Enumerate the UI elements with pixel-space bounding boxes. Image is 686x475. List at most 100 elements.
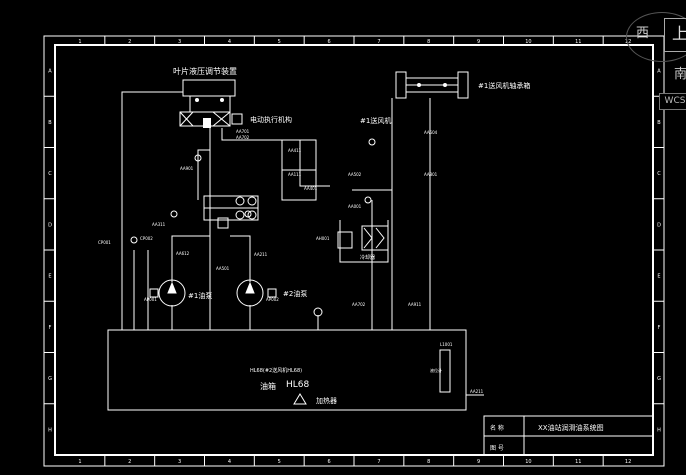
pump-1-label: #1油泵 — [188, 291, 212, 300]
tank-grade: HL68 — [286, 380, 310, 390]
tag-AA411: AA411 — [288, 148, 302, 153]
grid-label-right: G — [657, 376, 661, 382]
oil-tank — [107, 329, 467, 411]
title-block-name-label: 名 称 — [490, 424, 504, 432]
title-block-title: XX油站润滑油系统图 — [538, 423, 604, 432]
grid-label-bottom: 6 — [327, 459, 330, 465]
grid-label-left: F — [49, 325, 52, 331]
grid-label-left: H — [48, 427, 52, 433]
pipe-network — [121, 91, 484, 396]
tag-AA211-b: AA211 — [470, 389, 484, 394]
level-gauge-label: 液位计 — [430, 367, 442, 373]
fan-1-label: #1送风机 — [360, 116, 391, 125]
tag-AP001: AP001 — [144, 297, 157, 302]
grid-label-top: 5 — [278, 39, 281, 45]
tag-AA211: AA211 — [254, 252, 268, 257]
tag-AA501: AA501 — [216, 266, 230, 271]
cooler-label: 冷却器 — [360, 254, 375, 261]
heater — [293, 393, 307, 405]
actuator-box — [231, 113, 243, 125]
grid-label-left: A — [48, 69, 52, 75]
grid-label-top: 8 — [427, 39, 430, 45]
pump-1 — [149, 279, 186, 307]
electric-actuator-label: 电动执行机构 — [250, 115, 292, 124]
grid-label-bottom: 4 — [228, 459, 231, 465]
fan-bearing-label: #1送风机轴承箱 — [478, 81, 530, 90]
viewcube-ring[interactable] — [626, 12, 686, 62]
grid-label-bottom: 1 — [78, 459, 81, 465]
grid-labels-left: A B C D E F G H — [44, 69, 55, 433]
heater-label: 加热器 — [316, 396, 337, 405]
grid-label-right: H — [657, 427, 661, 433]
tag-AA504: AA504 — [424, 130, 438, 135]
tag-AA111: AA111 — [288, 172, 302, 177]
tag-AA801: AA801 — [424, 172, 438, 177]
tag-AA701: AA701 — [236, 129, 250, 134]
grid-label-left: G — [48, 376, 52, 382]
tag-AA612: AA612 — [176, 251, 190, 256]
grid-label-bottom: 9 — [477, 459, 480, 465]
level-gauge — [439, 349, 451, 393]
viewcube-top-face[interactable]: 上 — [664, 18, 686, 52]
grid-label-top: 3 — [178, 39, 181, 45]
grid-label-right: D — [657, 222, 661, 228]
cooler — [337, 225, 389, 251]
grid-label-right: E — [657, 274, 660, 280]
title-block: 名 称 XX油站润滑油系统图 图 号 — [483, 415, 654, 456]
tag-AA401: AA401 — [304, 186, 318, 191]
tag-AP002: AP002 — [266, 297, 279, 302]
grid-label-top: 9 — [477, 39, 480, 45]
grid-label-top: 6 — [327, 39, 330, 45]
grid-label-right: B — [657, 120, 661, 126]
grid-label-bottom: 3 — [178, 459, 181, 465]
pump-2 — [236, 279, 277, 307]
grid-label-left: D — [48, 222, 52, 228]
grid-label-bottom: 10 — [525, 459, 531, 465]
grid-label-top: 4 — [228, 39, 231, 45]
tag-AA311: AA311 — [152, 222, 166, 227]
tag-AA901: AA901 — [180, 166, 194, 171]
filter-block — [203, 195, 259, 229]
tag-CP001: CP001 — [98, 240, 111, 245]
grid-label-bottom: 2 — [128, 459, 131, 465]
wcs-menu-button[interactable]: WCS — [659, 93, 686, 110]
inner-frame — [54, 44, 654, 456]
grid-label-bottom: 12 — [625, 459, 631, 465]
tag-AH001: AH001 — [316, 236, 330, 241]
grid-label-top: 11 — [575, 39, 581, 45]
viewcube-south[interactable]: 南 — [674, 67, 686, 82]
tag-CP002: CP002 — [140, 236, 153, 241]
outer-frame — [43, 35, 665, 467]
title-block-number-label: 图 号 — [490, 445, 504, 452]
grid-labels-right: A B C D E F G H — [653, 69, 664, 433]
grid-label-bottom: 5 — [278, 459, 281, 465]
grid-label-bottom: 7 — [377, 459, 380, 465]
grid-label-right: F — [658, 325, 661, 331]
tank-label: 油箱 — [260, 381, 276, 391]
grid-label-left: B — [48, 120, 52, 126]
grid-label-top: 7 — [377, 39, 380, 45]
tank-oil-line: HL68(#2送风机HL68) — [250, 367, 302, 374]
grid-label-right: C — [657, 171, 661, 177]
grid-label-right: A — [657, 69, 661, 75]
tag-AA001: AA001 — [348, 204, 362, 209]
blade-device-label: 叶片液压调节装置 — [173, 66, 237, 76]
grid-label-left: E — [48, 274, 51, 280]
viewcube-west[interactable]: 西 — [636, 26, 650, 41]
tag-AA911: AA911 — [408, 302, 422, 307]
tag-AA502: AA502 — [348, 172, 362, 177]
grid-label-left: C — [48, 171, 52, 177]
tag-L1001: L1001 — [440, 342, 453, 347]
grid-label-top: 10 — [525, 39, 531, 45]
fan-bearing-box — [395, 71, 469, 99]
pressure-gauges — [130, 138, 376, 317]
tag-AA702: AA702 — [236, 135, 250, 140]
grid-label-top: 2 — [128, 39, 131, 45]
tag-AA702-b: AA702 — [352, 302, 366, 307]
tag-labels: AA901 AA311 AA612 AA501 AA211 AA411 AA11… — [98, 130, 484, 394]
grid-label-top: 1 — [78, 39, 81, 45]
grid-label-bottom: 11 — [575, 459, 581, 465]
